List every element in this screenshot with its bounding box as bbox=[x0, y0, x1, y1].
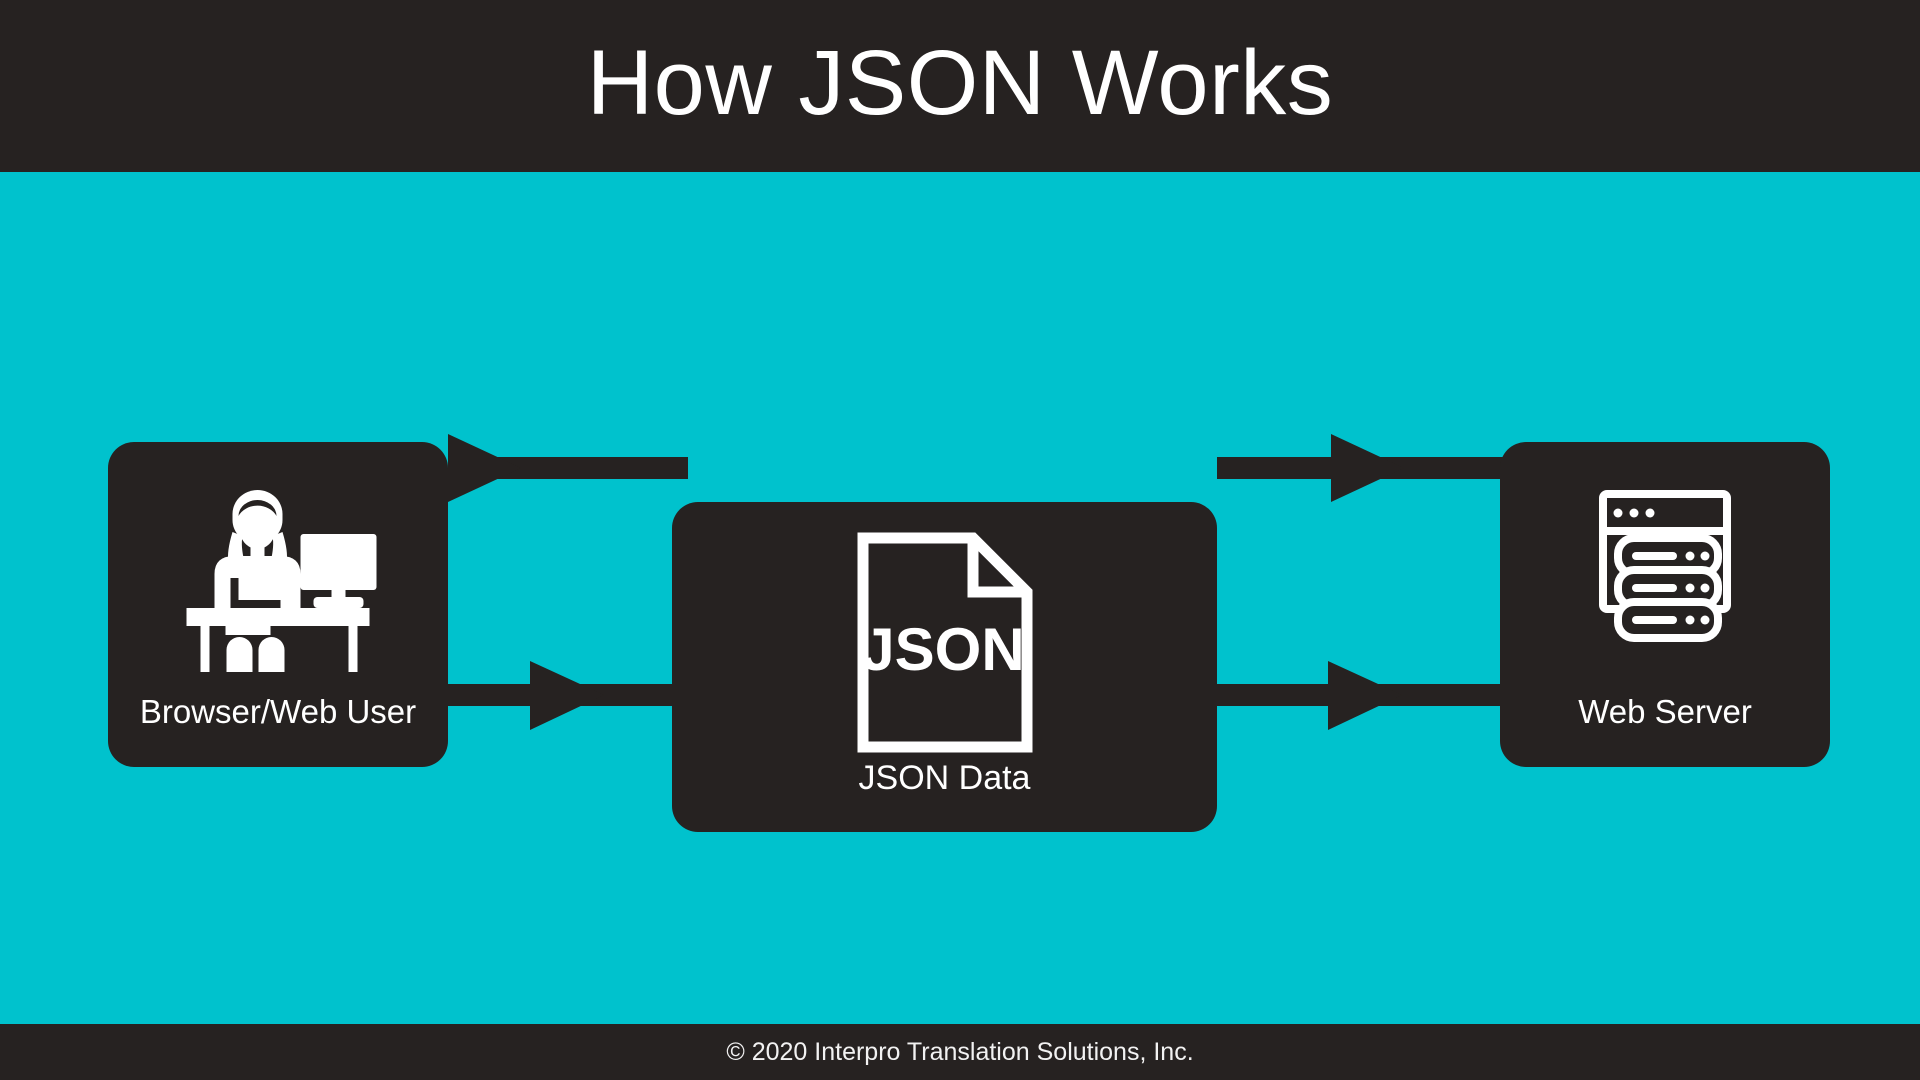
arrow-json-to-browser bbox=[448, 434, 688, 502]
json-document-icon: JSON bbox=[855, 530, 1035, 760]
json-icon-text: JSON bbox=[861, 616, 1024, 683]
copyright-notice: © 2020 Interpro Translation Solutions, I… bbox=[726, 1037, 1194, 1066]
diagram-canvas: Browser/Web User JSON JSON Data bbox=[0, 172, 1920, 1032]
header-bar: How JSON Works bbox=[0, 0, 1920, 172]
node-web-server[interactable]: Web Server bbox=[1500, 442, 1830, 767]
web-server-icon bbox=[1570, 476, 1760, 671]
node-json-data[interactable]: JSON JSON Data bbox=[672, 502, 1217, 832]
person-at-desk-icon bbox=[171, 482, 386, 677]
node-browser-web-user[interactable]: Browser/Web User bbox=[108, 442, 448, 767]
arrow-server-to-json bbox=[1217, 434, 1507, 502]
node-browser-label: Browser/Web User bbox=[139, 693, 417, 730]
window-dots-icon bbox=[1613, 508, 1655, 518]
node-server-label: Web Server bbox=[1578, 693, 1752, 730]
server-rack-top bbox=[1614, 534, 1722, 578]
page-title: How JSON Works bbox=[586, 32, 1334, 134]
node-json-label: JSON Data bbox=[858, 759, 1031, 797]
server-rack-bottom bbox=[1614, 598, 1722, 642]
footer-bar: © 2020 Interpro Translation Solutions, I… bbox=[0, 1024, 1920, 1080]
